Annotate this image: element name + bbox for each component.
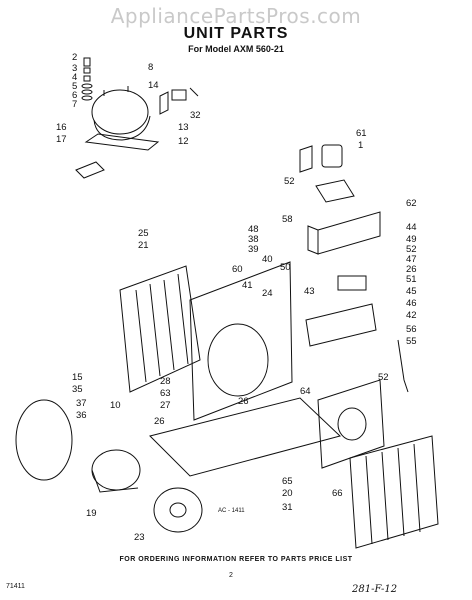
callout-label: 26: [154, 416, 165, 427]
orifice-plate-part: [317, 379, 385, 469]
drain-pan-part: [305, 303, 377, 347]
callout-label: 61: [356, 128, 367, 139]
callout-label: 64: [300, 386, 311, 397]
condenser-fan-part: [153, 487, 203, 533]
callout-label: 10: [110, 400, 121, 411]
compressor-part: [84, 86, 160, 151]
callout-label: 16: [56, 122, 67, 133]
callout-label: 24: [262, 288, 273, 299]
callout-label: 47: [406, 254, 417, 265]
callout-label: 52: [284, 176, 295, 187]
handwritten-note: 281-F-12: [352, 584, 398, 595]
callout-label: 55: [406, 336, 417, 347]
document-code: 71411: [6, 583, 25, 590]
callout-label: 5: [72, 81, 77, 92]
callout-label: 46: [406, 298, 417, 309]
model-line: For Model AXM 560-21: [188, 44, 284, 54]
callout-label: 17: [56, 134, 67, 145]
callout-label: 60: [232, 264, 243, 275]
control-box-part: [307, 211, 381, 255]
screw-stack-part: [81, 57, 93, 101]
callout-label: 37: [76, 398, 87, 409]
base-pan-part: [149, 397, 341, 477]
terminal-board-part: [337, 275, 367, 291]
page-marker: 2: [229, 572, 233, 579]
blower-wheel-part: [15, 399, 73, 481]
callout-label: 21: [138, 240, 149, 251]
callout-label: 35: [72, 384, 83, 395]
callout-label: 31: [282, 502, 293, 513]
callout-label: 28: [160, 376, 171, 387]
callout-label: 66: [332, 488, 343, 499]
watermark: AppliancePartsPros.com: [110, 4, 362, 28]
callout-label: 56: [406, 324, 417, 335]
callout-label: 6: [72, 90, 77, 101]
callout-label: 44: [406, 222, 417, 233]
callout-label: 36: [76, 410, 87, 421]
callout-label: 45: [406, 286, 417, 297]
callout-label: 51: [406, 274, 417, 285]
evaporator-coil-part: [119, 265, 201, 393]
cap-bracket-part: [315, 179, 355, 203]
terminal-cover-part: [159, 87, 199, 115]
callout-label: 13: [178, 122, 189, 133]
callout-label: 42: [406, 310, 417, 321]
callout-label: 20: [282, 488, 293, 499]
callout-label: 14: [148, 80, 159, 91]
callout-label: 8: [148, 62, 153, 73]
diagram-title: UNIT PARTS: [183, 25, 289, 42]
callout-label: 48: [248, 224, 259, 235]
callout-label: 32: [190, 110, 201, 121]
callout-label: 43: [304, 286, 315, 297]
callout-label: 15: [72, 372, 83, 383]
callout-label: 12: [178, 136, 189, 147]
callout-label: 52: [406, 244, 417, 255]
sensing-bulb-part: [397, 339, 409, 393]
callout-label: 3: [72, 63, 77, 74]
callout-label: 25: [138, 228, 149, 239]
callout-label: 49: [406, 234, 417, 245]
callout-label: 26: [238, 396, 249, 407]
callout-label: 63: [160, 388, 171, 399]
callout-label: 39: [248, 244, 259, 255]
figure-code: AC - 1411: [218, 508, 245, 514]
callout-label: 62: [406, 198, 417, 209]
callout-label: 2: [72, 52, 77, 63]
mount-bracket-part: [75, 161, 105, 179]
callout-label: 7: [72, 99, 77, 110]
callout-label: 38: [248, 234, 259, 245]
callout-label: 58: [282, 214, 293, 225]
callout-label: 4: [72, 72, 77, 83]
fan-shroud-part: [189, 261, 293, 421]
callout-label: 27: [160, 400, 171, 411]
callout-label: 19: [86, 508, 97, 519]
callout-label: 41: [242, 280, 253, 291]
callout-label: 1: [358, 140, 363, 151]
callout-label: 50: [280, 262, 291, 273]
callout-label: 52: [378, 372, 389, 383]
capacitor-part: [299, 144, 343, 173]
callout-label: 40: [262, 254, 273, 265]
ordering-note: FOR ORDERING INFORMATION REFER TO PARTS …: [119, 556, 353, 563]
callout-label: 65: [282, 476, 293, 487]
callout-label: 26: [406, 264, 417, 275]
fan-motor-part: [91, 449, 141, 493]
condenser-coil-part: [349, 435, 439, 549]
callout-label: 23: [134, 532, 145, 543]
